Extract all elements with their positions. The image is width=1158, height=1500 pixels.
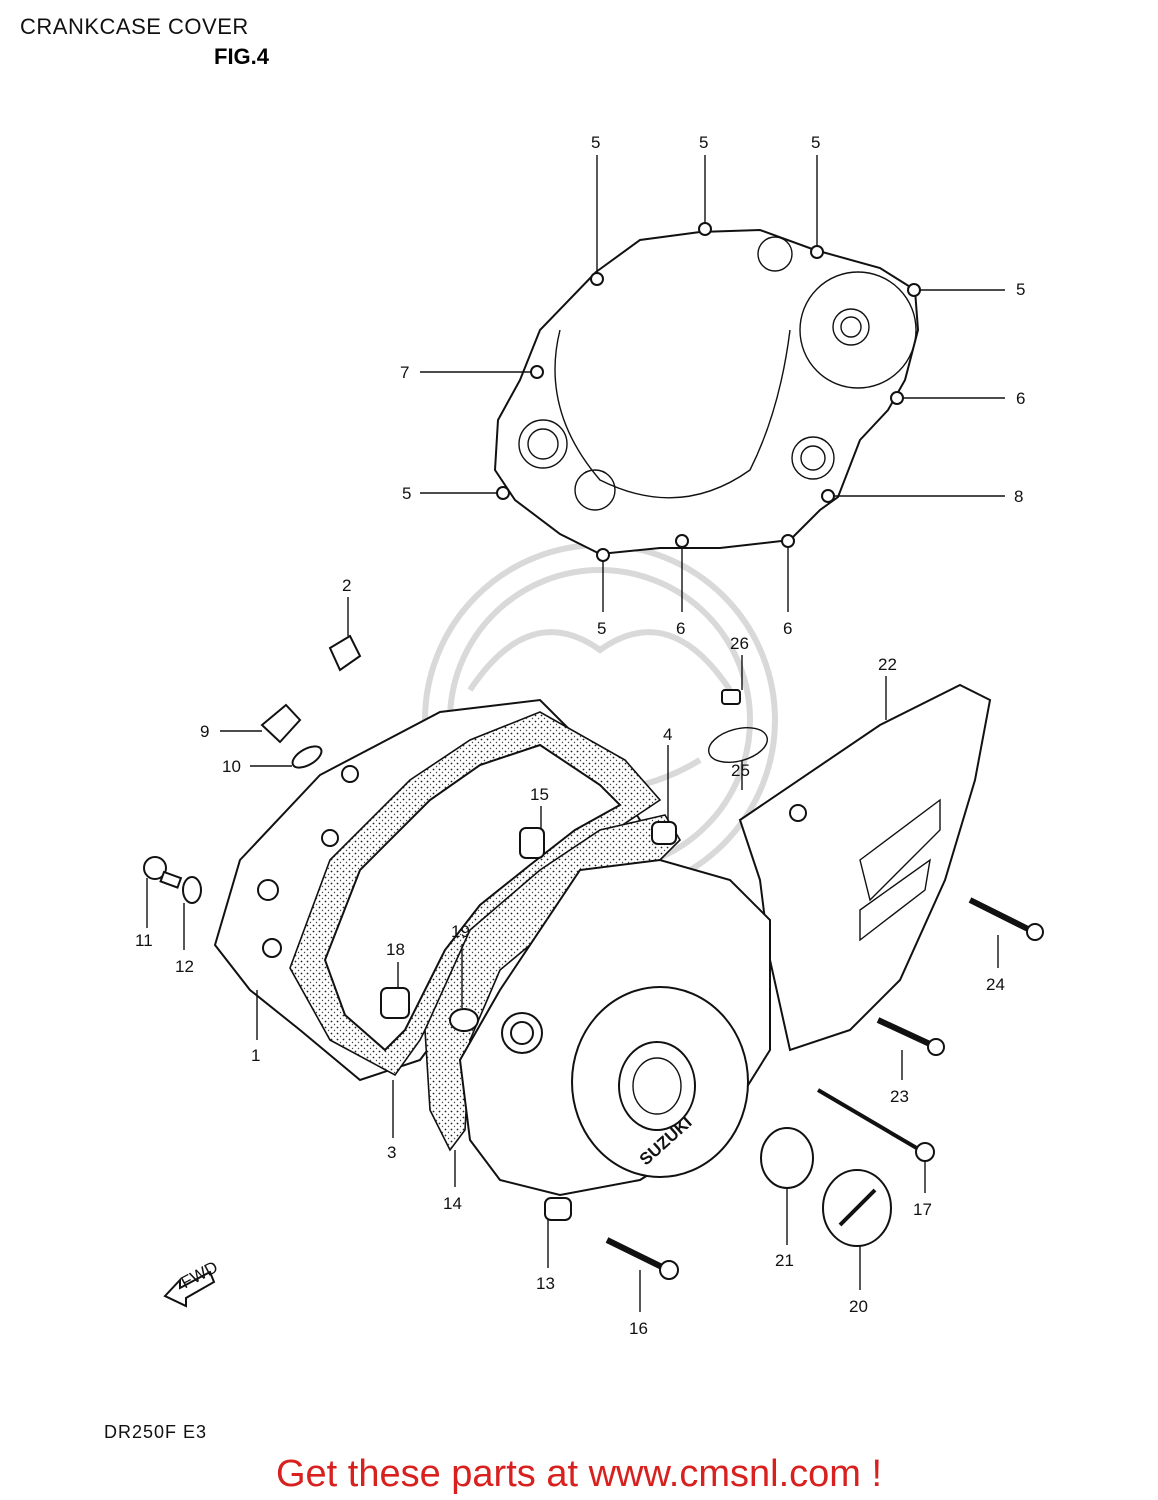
leader-lines: [146, 155, 1005, 1312]
callout-5: 5: [402, 484, 411, 503]
callout-8: 8: [1014, 487, 1023, 506]
callout-13: 13: [536, 1274, 555, 1293]
callout-5: 5: [597, 619, 606, 638]
callout-25: 25: [731, 761, 750, 780]
callout-24: 24: [986, 975, 1005, 994]
generator-cover: SUZUKI: [458, 858, 771, 1197]
callout-11: 11: [135, 931, 153, 950]
cover-bolt-holes: [496, 222, 921, 562]
callout-12: 12: [175, 957, 194, 976]
callout-5: 5: [591, 133, 600, 152]
sprocket-cover: [738, 683, 992, 1052]
callout-26: 26: [730, 634, 749, 653]
callout-5: 5: [811, 133, 820, 152]
callout-6: 6: [1016, 389, 1025, 408]
diagram-title: CRANKCASE COVER: [20, 14, 249, 39]
callout-5: 5: [1016, 280, 1025, 299]
callout-22: 22: [878, 655, 897, 674]
callout-1: 1: [251, 1046, 260, 1065]
callout-6: 6: [783, 619, 792, 638]
callout-5: 5: [699, 133, 708, 152]
forward-direction-arrow: FWD: [163, 1257, 221, 1308]
callout-21: 21: [775, 1251, 794, 1270]
model-code: DR250F E3: [104, 1422, 208, 1442]
callout-3: 3: [387, 1143, 396, 1162]
figure-number: FIG.4: [214, 44, 270, 69]
callout-14: 14: [443, 1194, 462, 1213]
callout-labels: 5 5 5 5 6 8 7 5 5 6 6 2 26 22 9 10 4 25 …: [135, 133, 1025, 1338]
callout-19: 19: [451, 922, 470, 941]
callout-16: 16: [629, 1319, 648, 1338]
callout-9: 9: [200, 722, 209, 741]
callout-15: 15: [530, 785, 549, 804]
callout-23: 23: [890, 1087, 909, 1106]
callout-20: 20: [849, 1297, 868, 1316]
clutch-cover: [493, 228, 920, 556]
callout-17: 17: [913, 1200, 932, 1219]
footer-link-text[interactable]: Get these parts at www.cmsnl.com !: [275, 1453, 883, 1495]
callout-10: 10: [222, 757, 241, 776]
callout-4: 4: [663, 725, 672, 744]
callout-7: 7: [400, 363, 409, 382]
gasket-3: [289, 711, 662, 1077]
callout-6: 6: [676, 619, 685, 638]
callout-18: 18: [386, 940, 405, 959]
callout-2: 2: [342, 576, 351, 595]
